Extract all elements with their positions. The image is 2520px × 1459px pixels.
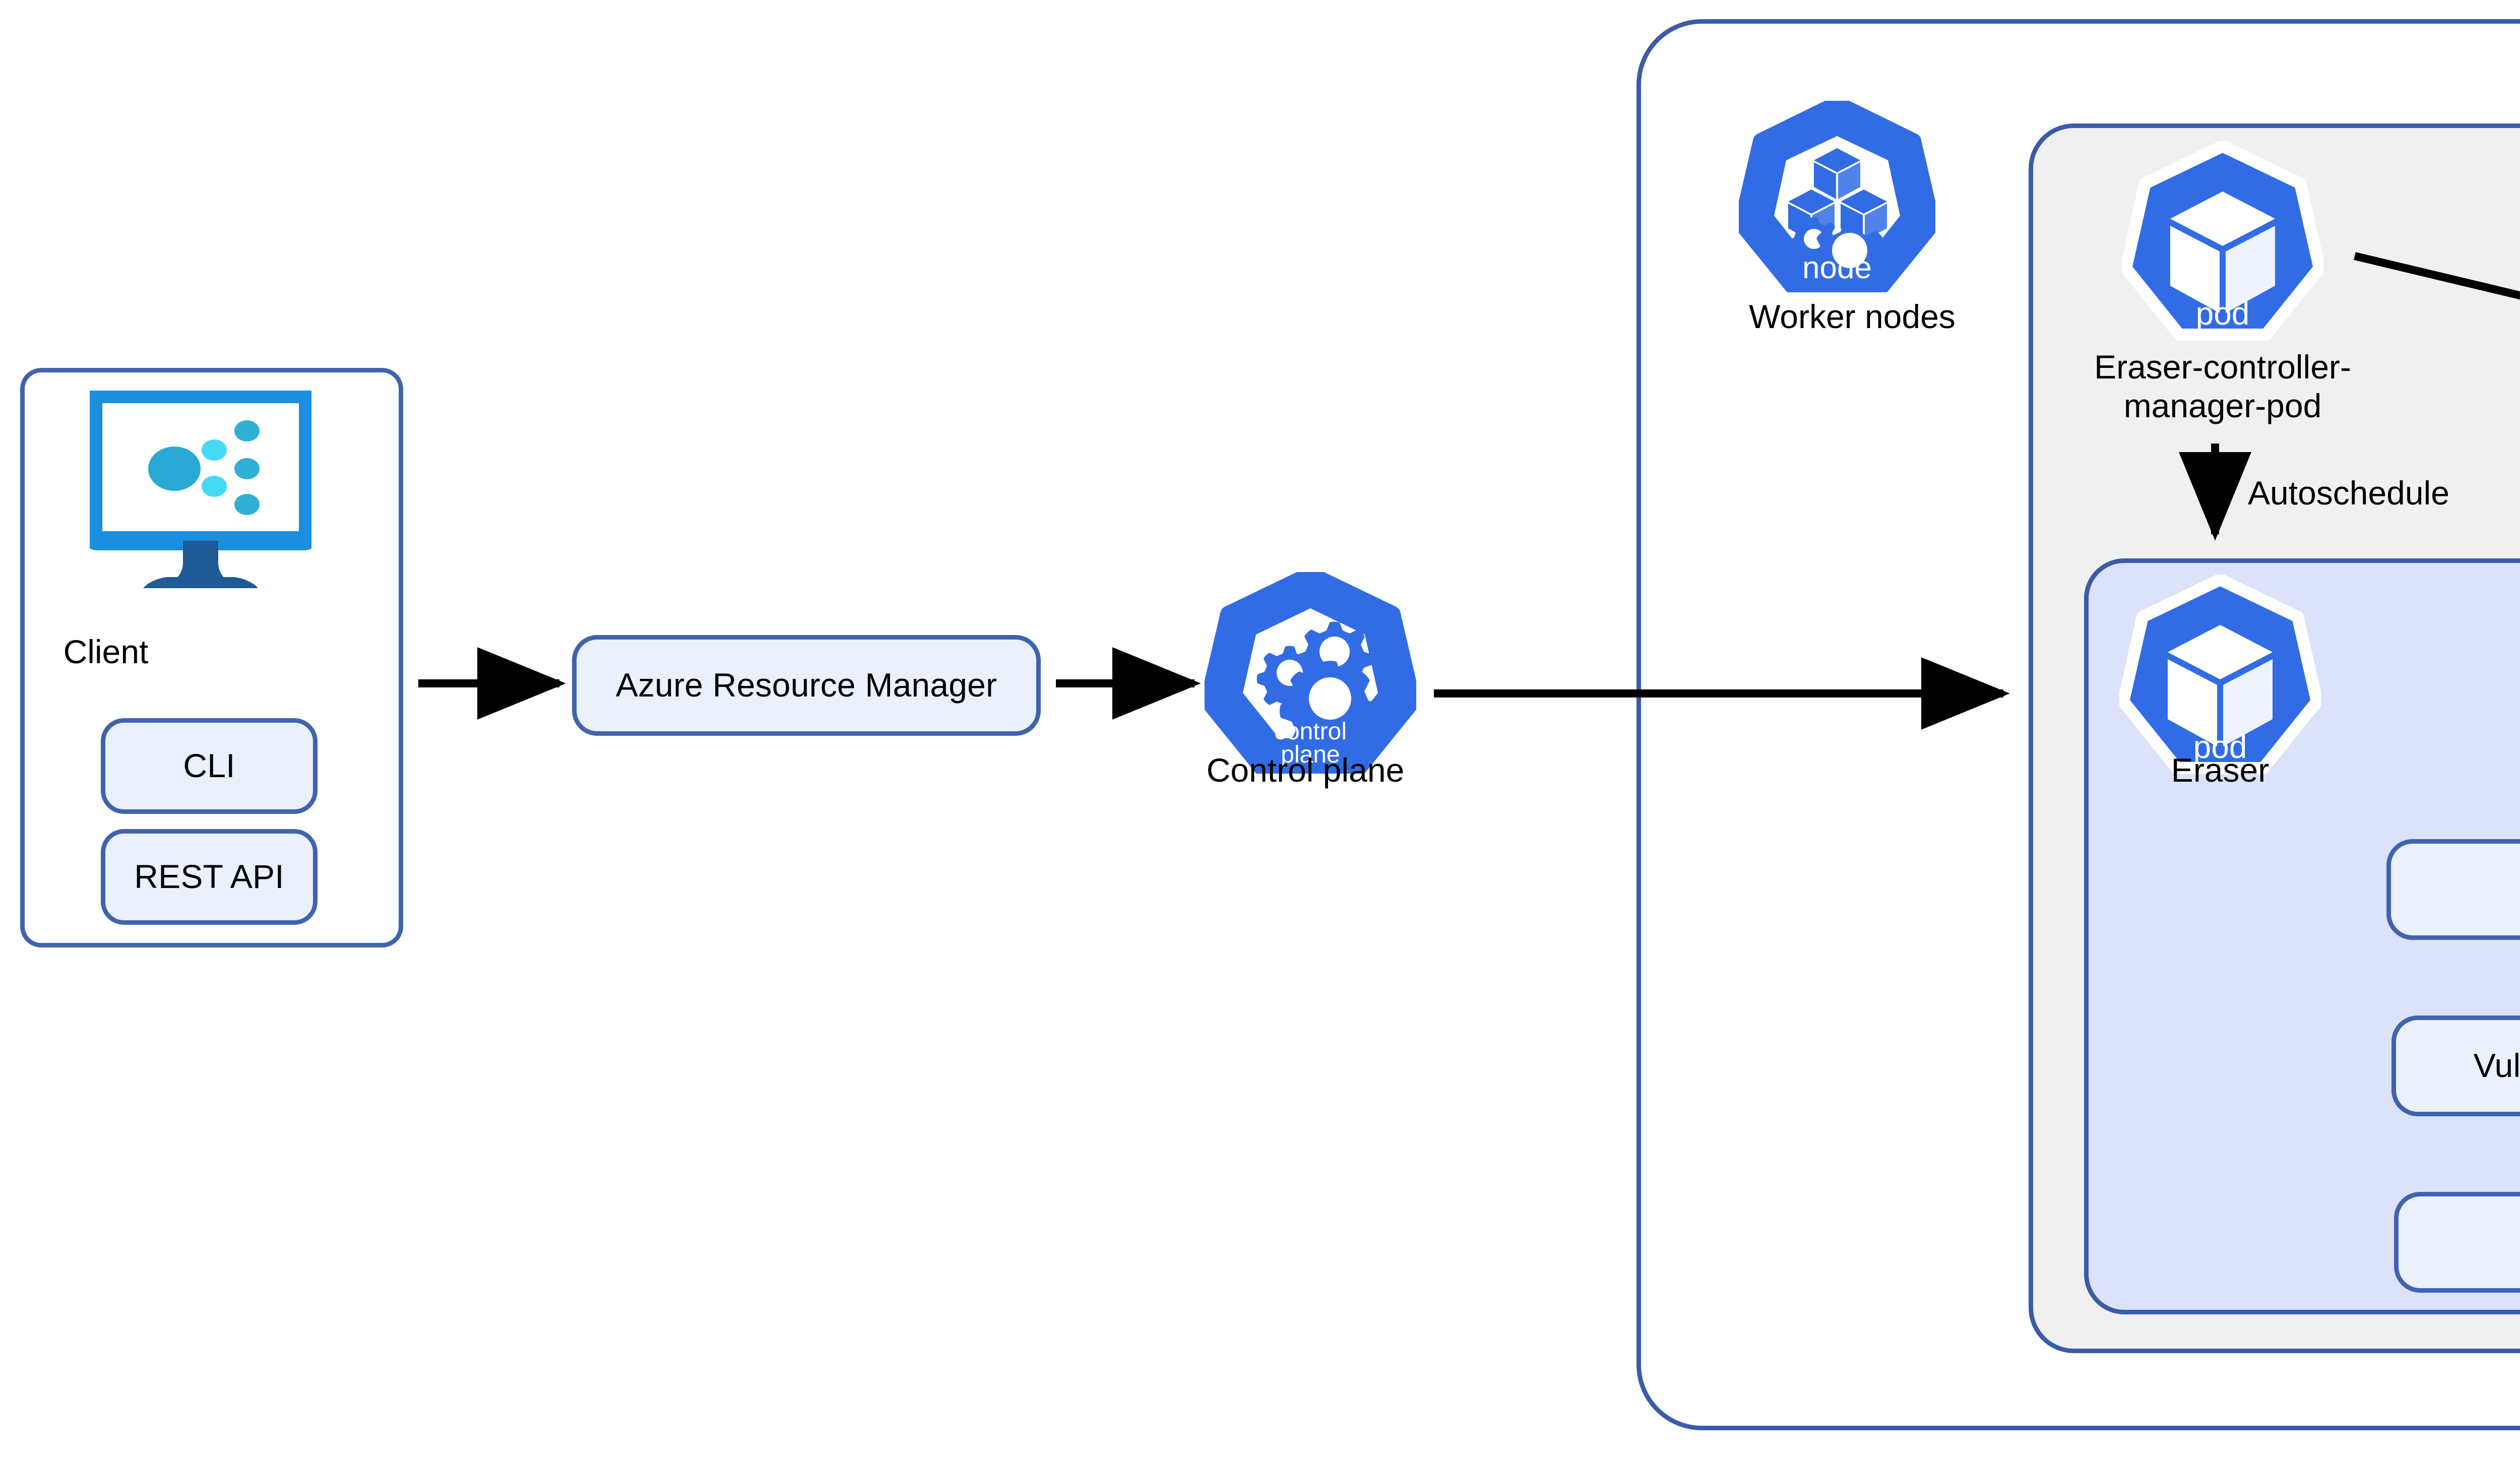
- vulnerability-scanner-node[interactable]: Vulnerability scanner: [2391, 1016, 2520, 1116]
- client-label: Client: [63, 633, 149, 670]
- arrow-ecm-to-remover: [2354, 252, 2520, 333]
- kubernetes-pod-icon-eraser-controller-manager: pod: [2122, 141, 2323, 341]
- eraser-controller-manager-pod-label: Eraser-controller- manager-pod: [2094, 348, 2351, 424]
- cli-label: CLI: [183, 747, 235, 785]
- svg-text:node: node: [1802, 250, 1872, 285]
- svg-text:pod: pod: [2193, 729, 2247, 765]
- collector-node[interactable]: Collector: [2386, 839, 2520, 940]
- azure-resource-manager-node[interactable]: Azure Resource Manager: [572, 635, 1041, 736]
- svg-text:pod: pod: [2196, 295, 2250, 332]
- autoschedule-label: Autoschedule: [2248, 474, 2449, 512]
- monitor-icon: [90, 391, 311, 588]
- svg-text:control: control: [1274, 718, 1347, 745]
- azure-resource-manager-label: Azure Resource Manager: [615, 666, 997, 704]
- rest-api-button[interactable]: REST API: [101, 829, 318, 925]
- worker-nodes-label: Worker nodes: [1749, 298, 1956, 335]
- remover-node[interactable]: Remover: [2394, 1192, 2520, 1293]
- kubernetes-control-plane-icon: control plane: [1205, 572, 1416, 774]
- cli-button[interactable]: CLI: [101, 718, 318, 814]
- kubernetes-node-icon: node: [1739, 101, 1935, 292]
- svg-text:plane: plane: [1281, 741, 1340, 768]
- vulnerability-scanner-label: Vulnerability scanner: [2473, 1047, 2520, 1085]
- control-plane-label: Control plane: [1206, 751, 1405, 789]
- eraser-pod-label: Eraser: [2171, 751, 2270, 789]
- kubernetes-pod-icon-eraser: pod: [2119, 575, 2321, 774]
- rest-api-label: REST API: [134, 858, 284, 896]
